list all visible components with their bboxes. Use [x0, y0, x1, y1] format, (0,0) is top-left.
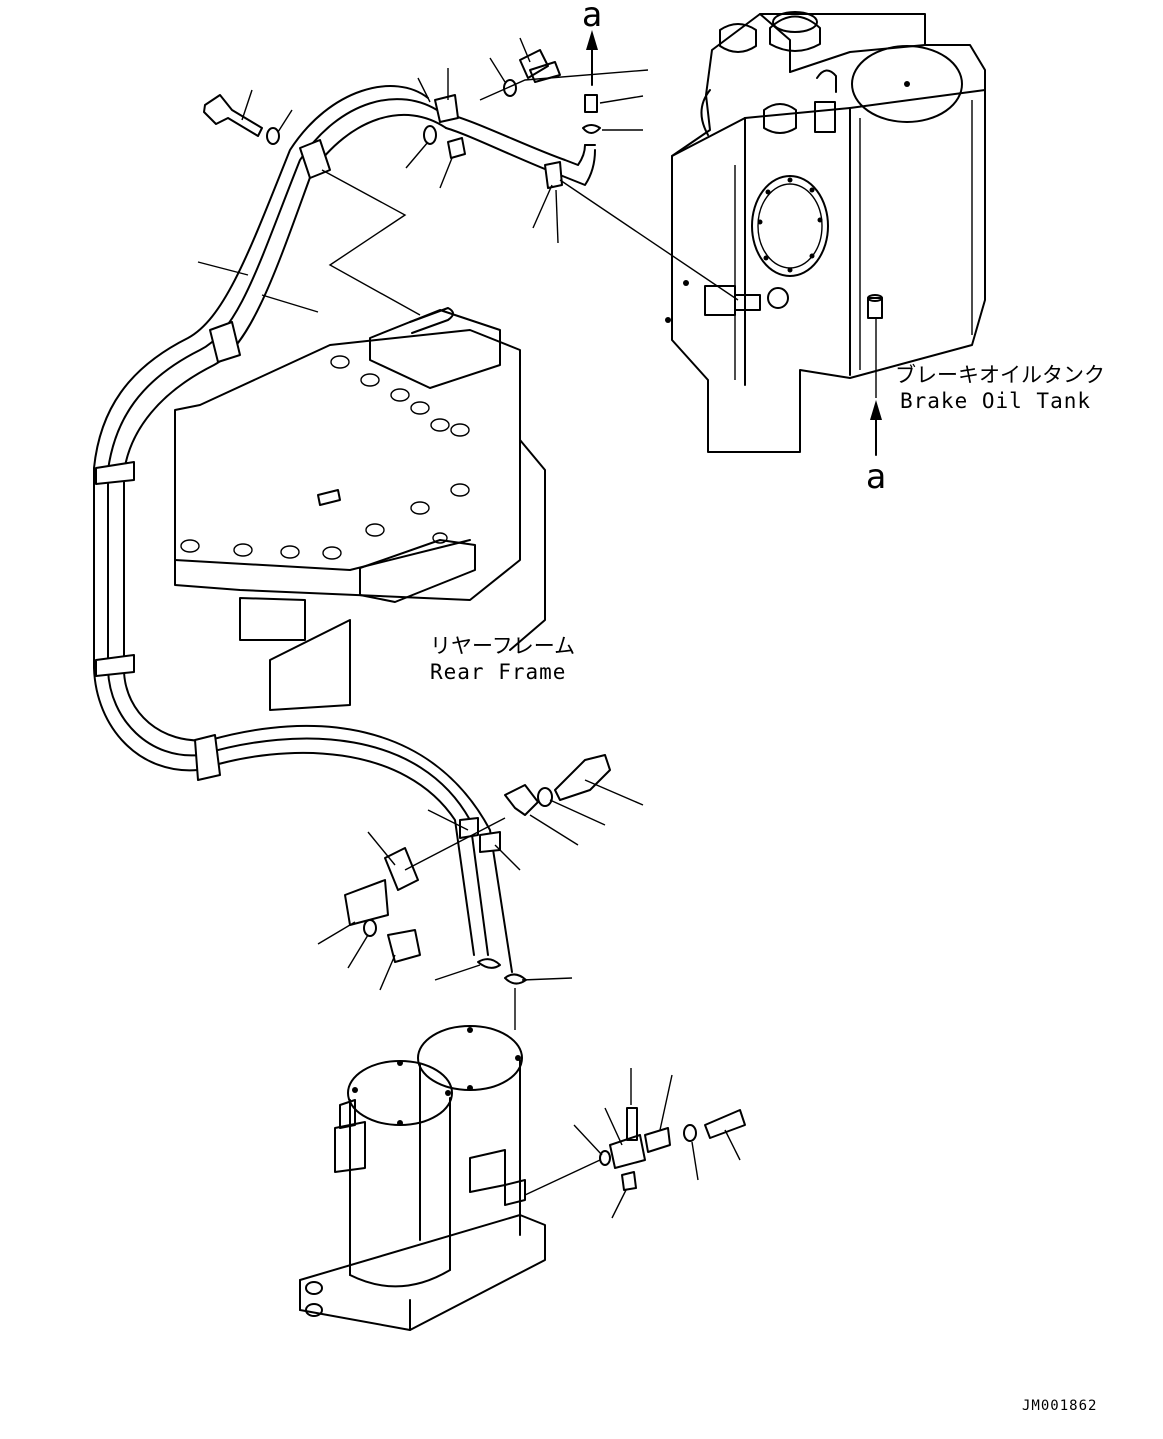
rear-frame	[174, 307, 546, 711]
ref-label-top: a	[582, 0, 602, 35]
hose-clamps	[95, 94, 563, 853]
ref-label-side: a	[866, 457, 886, 497]
frame-holes	[180, 355, 470, 560]
ref-arrow-top	[586, 30, 598, 86]
fittings	[203, 49, 746, 1191]
leader-lines	[197, 37, 741, 1219]
frame-label-jp: リヤーフレーム	[430, 634, 575, 658]
tank-label-jp: ブレーキオイルタンク	[895, 363, 1105, 387]
tank-label-en: Brake Oil Tank	[900, 389, 1091, 413]
frame-label-en: Rear Frame	[430, 660, 566, 684]
ref-arrow-side	[870, 318, 882, 456]
filter-assembly	[299, 1025, 546, 1331]
drawing-id: JM001862	[1022, 1398, 1097, 1414]
brake-oil-tank	[665, 11, 986, 453]
